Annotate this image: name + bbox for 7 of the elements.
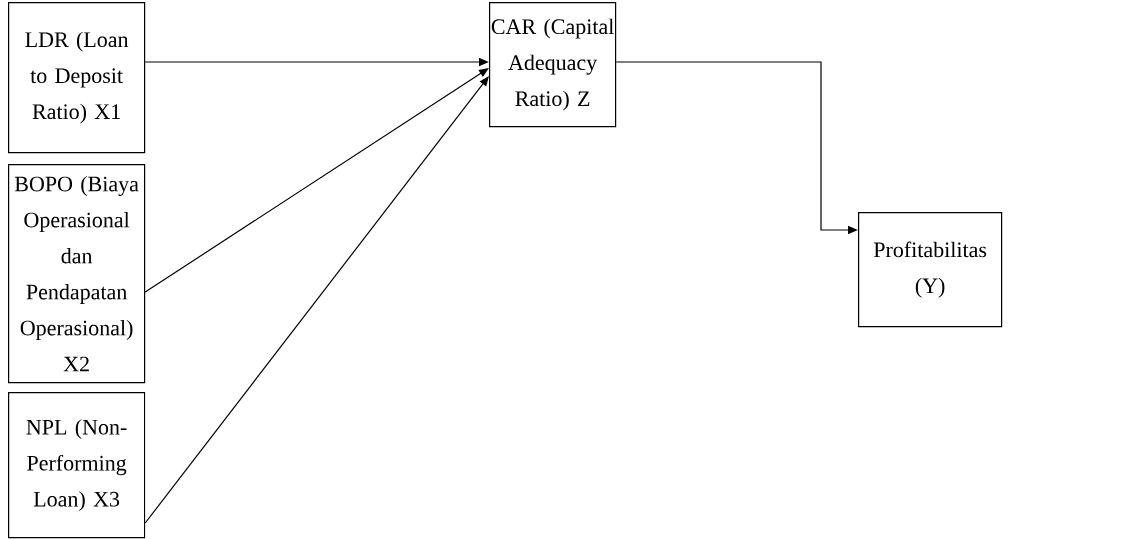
variable-box: CAR (Capital Adequacy Ratio) Z — [489, 2, 617, 128]
variable-box: BOPO (Biaya Operasional dan Pendapatan Operasional) X2 — [8, 164, 146, 384]
variable-box: NPL (Non-Performing Loan) X3 — [8, 392, 146, 539]
arrow — [144, 76, 489, 524]
arrow — [144, 68, 489, 293]
variable-box: Profitabilitas (Y) — [858, 212, 1003, 328]
variable-box: LDR (Loan to Deposit Ratio) X1 — [8, 2, 146, 154]
